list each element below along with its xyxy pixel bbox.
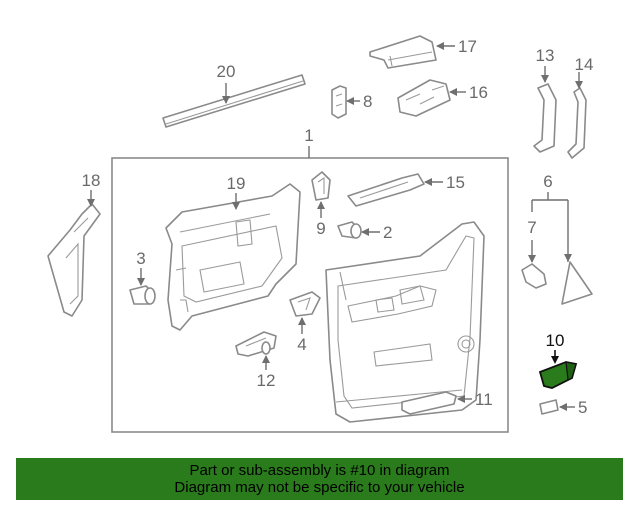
- door-trim-panel[interactable]: [325, 221, 485, 423]
- part-9-handle-cover[interactable]: [311, 171, 331, 201]
- callout-12: 12: [257, 371, 276, 390]
- callout-4: 4: [297, 335, 306, 354]
- callout-1: 1: [304, 126, 313, 145]
- part-8-clip[interactable]: [331, 85, 347, 119]
- part-3-lamp-socket[interactable]: [129, 285, 156, 305]
- assembly-frame-part-1: [111, 157, 509, 433]
- banner-line-1: Part or sub-assembly is #10 in diagram: [189, 462, 450, 479]
- part-16-switch-bezel[interactable]: [397, 79, 451, 117]
- callout-15: 15: [446, 173, 465, 192]
- callout-20: 20: [217, 62, 236, 81]
- callout-19: 19: [227, 174, 246, 193]
- callout-7: 7: [527, 218, 536, 237]
- callout-9: 9: [316, 219, 325, 238]
- part-14-pillar-trim[interactable]: [567, 87, 587, 159]
- part-5-clip[interactable]: [539, 399, 559, 415]
- banner-line-2: Diagram may not be specific to your vehi…: [174, 479, 465, 496]
- callout-3: 3: [136, 249, 145, 268]
- part-12-handle-bezel[interactable]: [235, 331, 277, 357]
- part-10-highlighted[interactable]: [538, 361, 578, 389]
- callout-17: 17: [458, 37, 477, 56]
- part-11-armrest[interactable]: [401, 391, 457, 415]
- callout-5: 5: [578, 398, 587, 417]
- callout-16: 16: [469, 83, 488, 102]
- part-6-trim-piece[interactable]: [561, 261, 593, 305]
- part-17-bracket[interactable]: [369, 35, 437, 69]
- callout-11: 11: [475, 390, 493, 409]
- part-7-plug[interactable]: [521, 263, 547, 289]
- part-20-trim-strip[interactable]: [162, 74, 306, 128]
- part-15-pull-handle[interactable]: [347, 173, 425, 207]
- callout-6: 6: [543, 172, 552, 191]
- part-18-sail-panel[interactable]: [47, 203, 101, 317]
- part-2-lamp-bulb[interactable]: [337, 221, 362, 239]
- callout-10: 10: [546, 331, 565, 350]
- callout-18: 18: [82, 171, 101, 190]
- part-19-door-inner-frame[interactable]: [165, 183, 301, 331]
- part-13-pillar-trim[interactable]: [533, 83, 557, 153]
- callout-2: 2: [383, 223, 392, 242]
- part-4-switch[interactable]: [289, 291, 321, 317]
- notice-banner: Part or sub-assembly is #10 in diagram D…: [16, 458, 623, 500]
- callout-14: 14: [575, 55, 594, 74]
- callout-8: 8: [363, 92, 372, 111]
- callout-13: 13: [536, 46, 555, 65]
